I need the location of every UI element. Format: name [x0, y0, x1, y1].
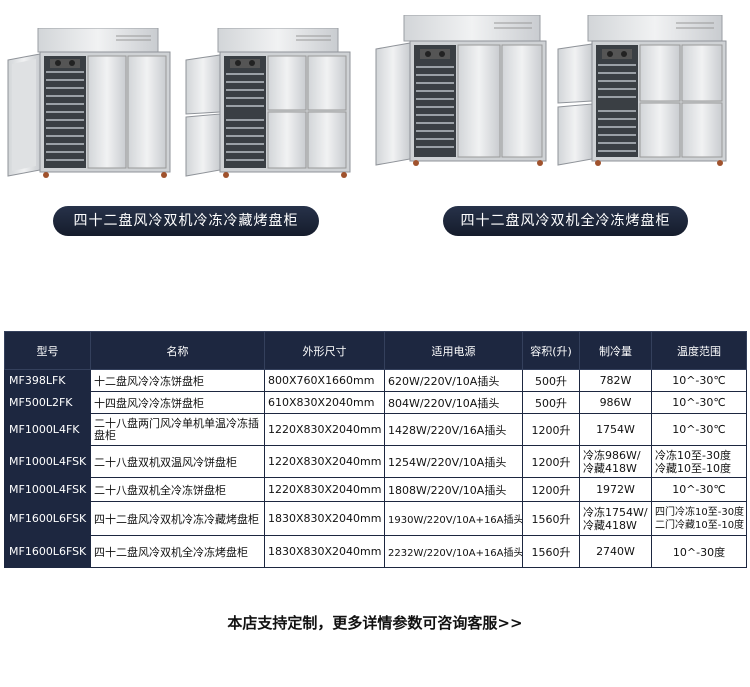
product-image-fridge-3: [375, 15, 547, 166]
cell-temp: 10^-30℃: [651, 369, 747, 392]
cell-volume: 1560升: [522, 535, 580, 568]
cell-name: 十四盘风冷冷冻饼盘柜: [90, 391, 265, 414]
cell-size: 1830X830X2040mm: [264, 535, 385, 568]
column-header-size: 外形尺寸: [264, 331, 385, 370]
cell-power: 1808W/220V/10A插头: [384, 477, 523, 502]
footer-note: 本店支持定制，更多详情参数可咨询客服>>: [227, 614, 523, 632]
cell-volume: 500升: [522, 369, 580, 392]
cell-power: 2232W/220V/10A+16A插头: [384, 535, 523, 568]
table-row: MF1000L4FK 二十八盘两门风冷单机单温冷冻插盘柜 1220X830X20…: [4, 413, 747, 446]
cell-name: 十二盘风冷冷冻饼盘柜: [90, 369, 265, 392]
cell-temp: 四门冷冻10至-30度 二门冷藏10至-10度: [651, 501, 747, 536]
column-header-power: 适用电源: [384, 331, 523, 370]
table-row: MF1000L4FSK 二十八盘双机双温风冷饼盘柜 1220X830X2040m…: [4, 445, 747, 478]
cell-model: MF1000L4FSK: [4, 477, 91, 502]
cell-model: MF398LFK: [4, 369, 91, 392]
cell-power: 1254W/220V/10A插头: [384, 445, 523, 478]
product-image-fridge-1: [7, 28, 171, 178]
cell-name: 二十八盘双机全冷冻饼盘柜: [90, 477, 265, 502]
cell-name: 二十八盘两门风冷单机单温冷冻插盘柜: [90, 413, 265, 446]
cell-temp-line: 冷冻10至-30度: [655, 448, 731, 462]
cell-temp: 10^-30度: [651, 535, 747, 568]
cell-cooling: 2740W: [579, 535, 652, 568]
cell-temp-line: 四门冷冻10至-30度: [655, 506, 745, 518]
cell-cooling: 1972W: [579, 477, 652, 502]
cell-cooling: 782W: [579, 369, 652, 392]
cell-size: 800X760X1660mm: [264, 369, 385, 392]
table-row: MF1600L6FSK 四十二盘风冷双机冷冻冷藏烤盘柜 1830X830X204…: [4, 501, 747, 536]
cell-cooling-line: 冷藏418W: [583, 461, 637, 475]
product-image-fridge-4: [557, 15, 727, 166]
cell-cooling: 986W: [579, 391, 652, 414]
column-header-temp: 温度范围: [651, 331, 747, 370]
table-row: MF500L2FK 十四盘风冷冷冻饼盘柜 610X830X2040mm 804W…: [4, 391, 747, 414]
column-header-volume: 容积(升): [522, 331, 580, 370]
cell-size: 1220X830X2040mm: [264, 477, 385, 502]
cell-temp: 10^-30℃: [651, 391, 747, 414]
cell-volume: 500升: [522, 391, 580, 414]
cell-model: MF1600L6FSK: [4, 501, 91, 536]
cell-size: 1220X830X2040mm: [264, 413, 385, 446]
table-row: MF398LFK 十二盘风冷冷冻饼盘柜 800X760X1660mm 620W/…: [4, 369, 747, 392]
cell-cooling-line: 冷冻986W/: [583, 448, 641, 462]
spec-table: 型号 名称 外形尺寸 适用电源 容积(升) 制冷量 温度范围 MF398LFK …: [4, 331, 747, 568]
cell-temp: 10^-30℃: [651, 413, 747, 446]
cell-power: 1930W/220V/10A+16A插头: [384, 501, 523, 536]
cell-temp-line: 二门冷藏10至-10度: [655, 519, 745, 531]
cell-volume: 1200升: [522, 477, 580, 502]
cell-model: MF500L2FK: [4, 391, 91, 414]
product-label-left: 四十二盘风冷双机冷冻冷藏烤盘柜: [53, 206, 319, 236]
product-images: 四十二盘风冷双机冷冻冷藏烤盘柜 四十二盘风冷双机全冷冻烤盘柜: [0, 0, 750, 250]
product-label-right: 四十二盘风冷双机全冷冻烤盘柜: [443, 206, 688, 236]
cell-model: MF1000L4FK: [4, 413, 91, 446]
cell-power: 804W/220V/10A插头: [384, 391, 523, 414]
cell-cooling-line: 冷冻1754W/: [583, 505, 648, 519]
cell-name: 二十八盘双机双温风冷饼盘柜: [90, 445, 265, 478]
cell-power: 620W/220V/10A插头: [384, 369, 523, 392]
cell-model: MF1600L6FSK: [4, 535, 91, 568]
cell-temp: 10^-30℃: [651, 477, 747, 502]
cell-volume: 1200升: [522, 413, 580, 446]
cell-cooling: 冷冻1754W/ 冷藏418W: [579, 501, 652, 536]
table-row: MF1600L6FSK 四十二盘风冷双机全冷冻烤盘柜 1830X830X2040…: [4, 535, 747, 568]
product-image-fridge-2: [185, 28, 351, 178]
cell-volume: 1560升: [522, 501, 580, 536]
column-header-cooling: 制冷量: [579, 331, 652, 370]
column-header-model: 型号: [4, 331, 91, 370]
cell-size: 610X830X2040mm: [264, 391, 385, 414]
cell-name: 四十二盘风冷双机全冷冻烤盘柜: [90, 535, 265, 568]
cell-name: 四十二盘风冷双机冷冻冷藏烤盘柜: [90, 501, 265, 536]
cell-size: 1220X830X2040mm: [264, 445, 385, 478]
cell-model: MF1000L4FSK: [4, 445, 91, 478]
table-header-row: 型号 名称 外形尺寸 适用电源 容积(升) 制冷量 温度范围: [4, 331, 747, 370]
cell-cooling: 1754W: [579, 413, 652, 446]
cell-volume: 1200升: [522, 445, 580, 478]
cell-cooling: 冷冻986W/ 冷藏418W: [579, 445, 652, 478]
cell-cooling-line: 冷藏418W: [583, 518, 637, 532]
column-header-name: 名称: [90, 331, 265, 370]
table-row: MF1000L4FSK 二十八盘双机全冷冻饼盘柜 1220X830X2040mm…: [4, 477, 747, 502]
cell-temp-line: 冷藏10至-10度: [655, 461, 731, 475]
cell-size: 1830X830X2040mm: [264, 501, 385, 536]
cell-power: 1428W/220V/16A插头: [384, 413, 523, 446]
cell-temp: 冷冻10至-30度 冷藏10至-10度: [651, 445, 747, 478]
